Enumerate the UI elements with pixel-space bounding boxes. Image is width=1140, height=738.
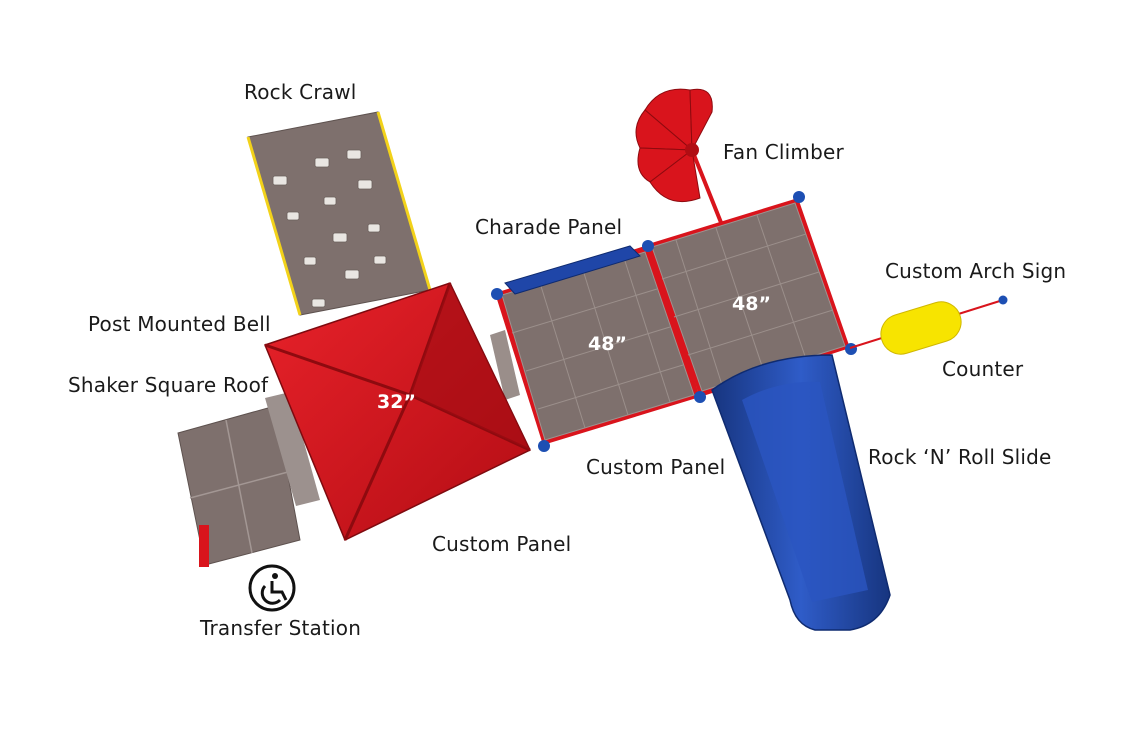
mid-deck-height: 48” <box>588 333 627 355</box>
label-transfer-station: Transfer Station <box>200 616 362 640</box>
custom-arch-sign <box>849 295 1008 355</box>
label-fan-climber: Fan Climber <box>723 140 844 164</box>
label-custom-panel-mid: Custom Panel <box>586 455 726 479</box>
label-shaker-square-roof: Shaker Square Roof <box>68 373 269 397</box>
right-deck <box>645 198 850 397</box>
transfer-station <box>177 392 320 567</box>
label-post-mounted-bell: Post Mounted Bell <box>88 312 271 336</box>
middle-deck <box>490 245 700 445</box>
deck-posts <box>491 191 857 452</box>
rock-crawl <box>246 111 432 316</box>
roof-deck-height: 32” <box>377 391 416 413</box>
label-counter: Counter <box>942 357 1024 381</box>
label-rock-n-roll-slide: Rock ‘N’ Roll Slide <box>868 445 1052 469</box>
label-custom-arch-sign: Custom Arch Sign <box>885 259 1067 283</box>
rock-n-roll-slide <box>711 354 891 631</box>
charade-panel <box>504 245 641 295</box>
fan-climber <box>635 88 724 226</box>
right-deck-height: 48” <box>732 293 771 315</box>
label-charade-panel: Charade Panel <box>475 215 623 239</box>
shaker-square-roof <box>264 282 531 542</box>
accessibility-icon <box>248 564 296 612</box>
label-rock-crawl: Rock Crawl <box>244 80 357 104</box>
label-custom-panel-bottom: Custom Panel <box>432 532 572 556</box>
